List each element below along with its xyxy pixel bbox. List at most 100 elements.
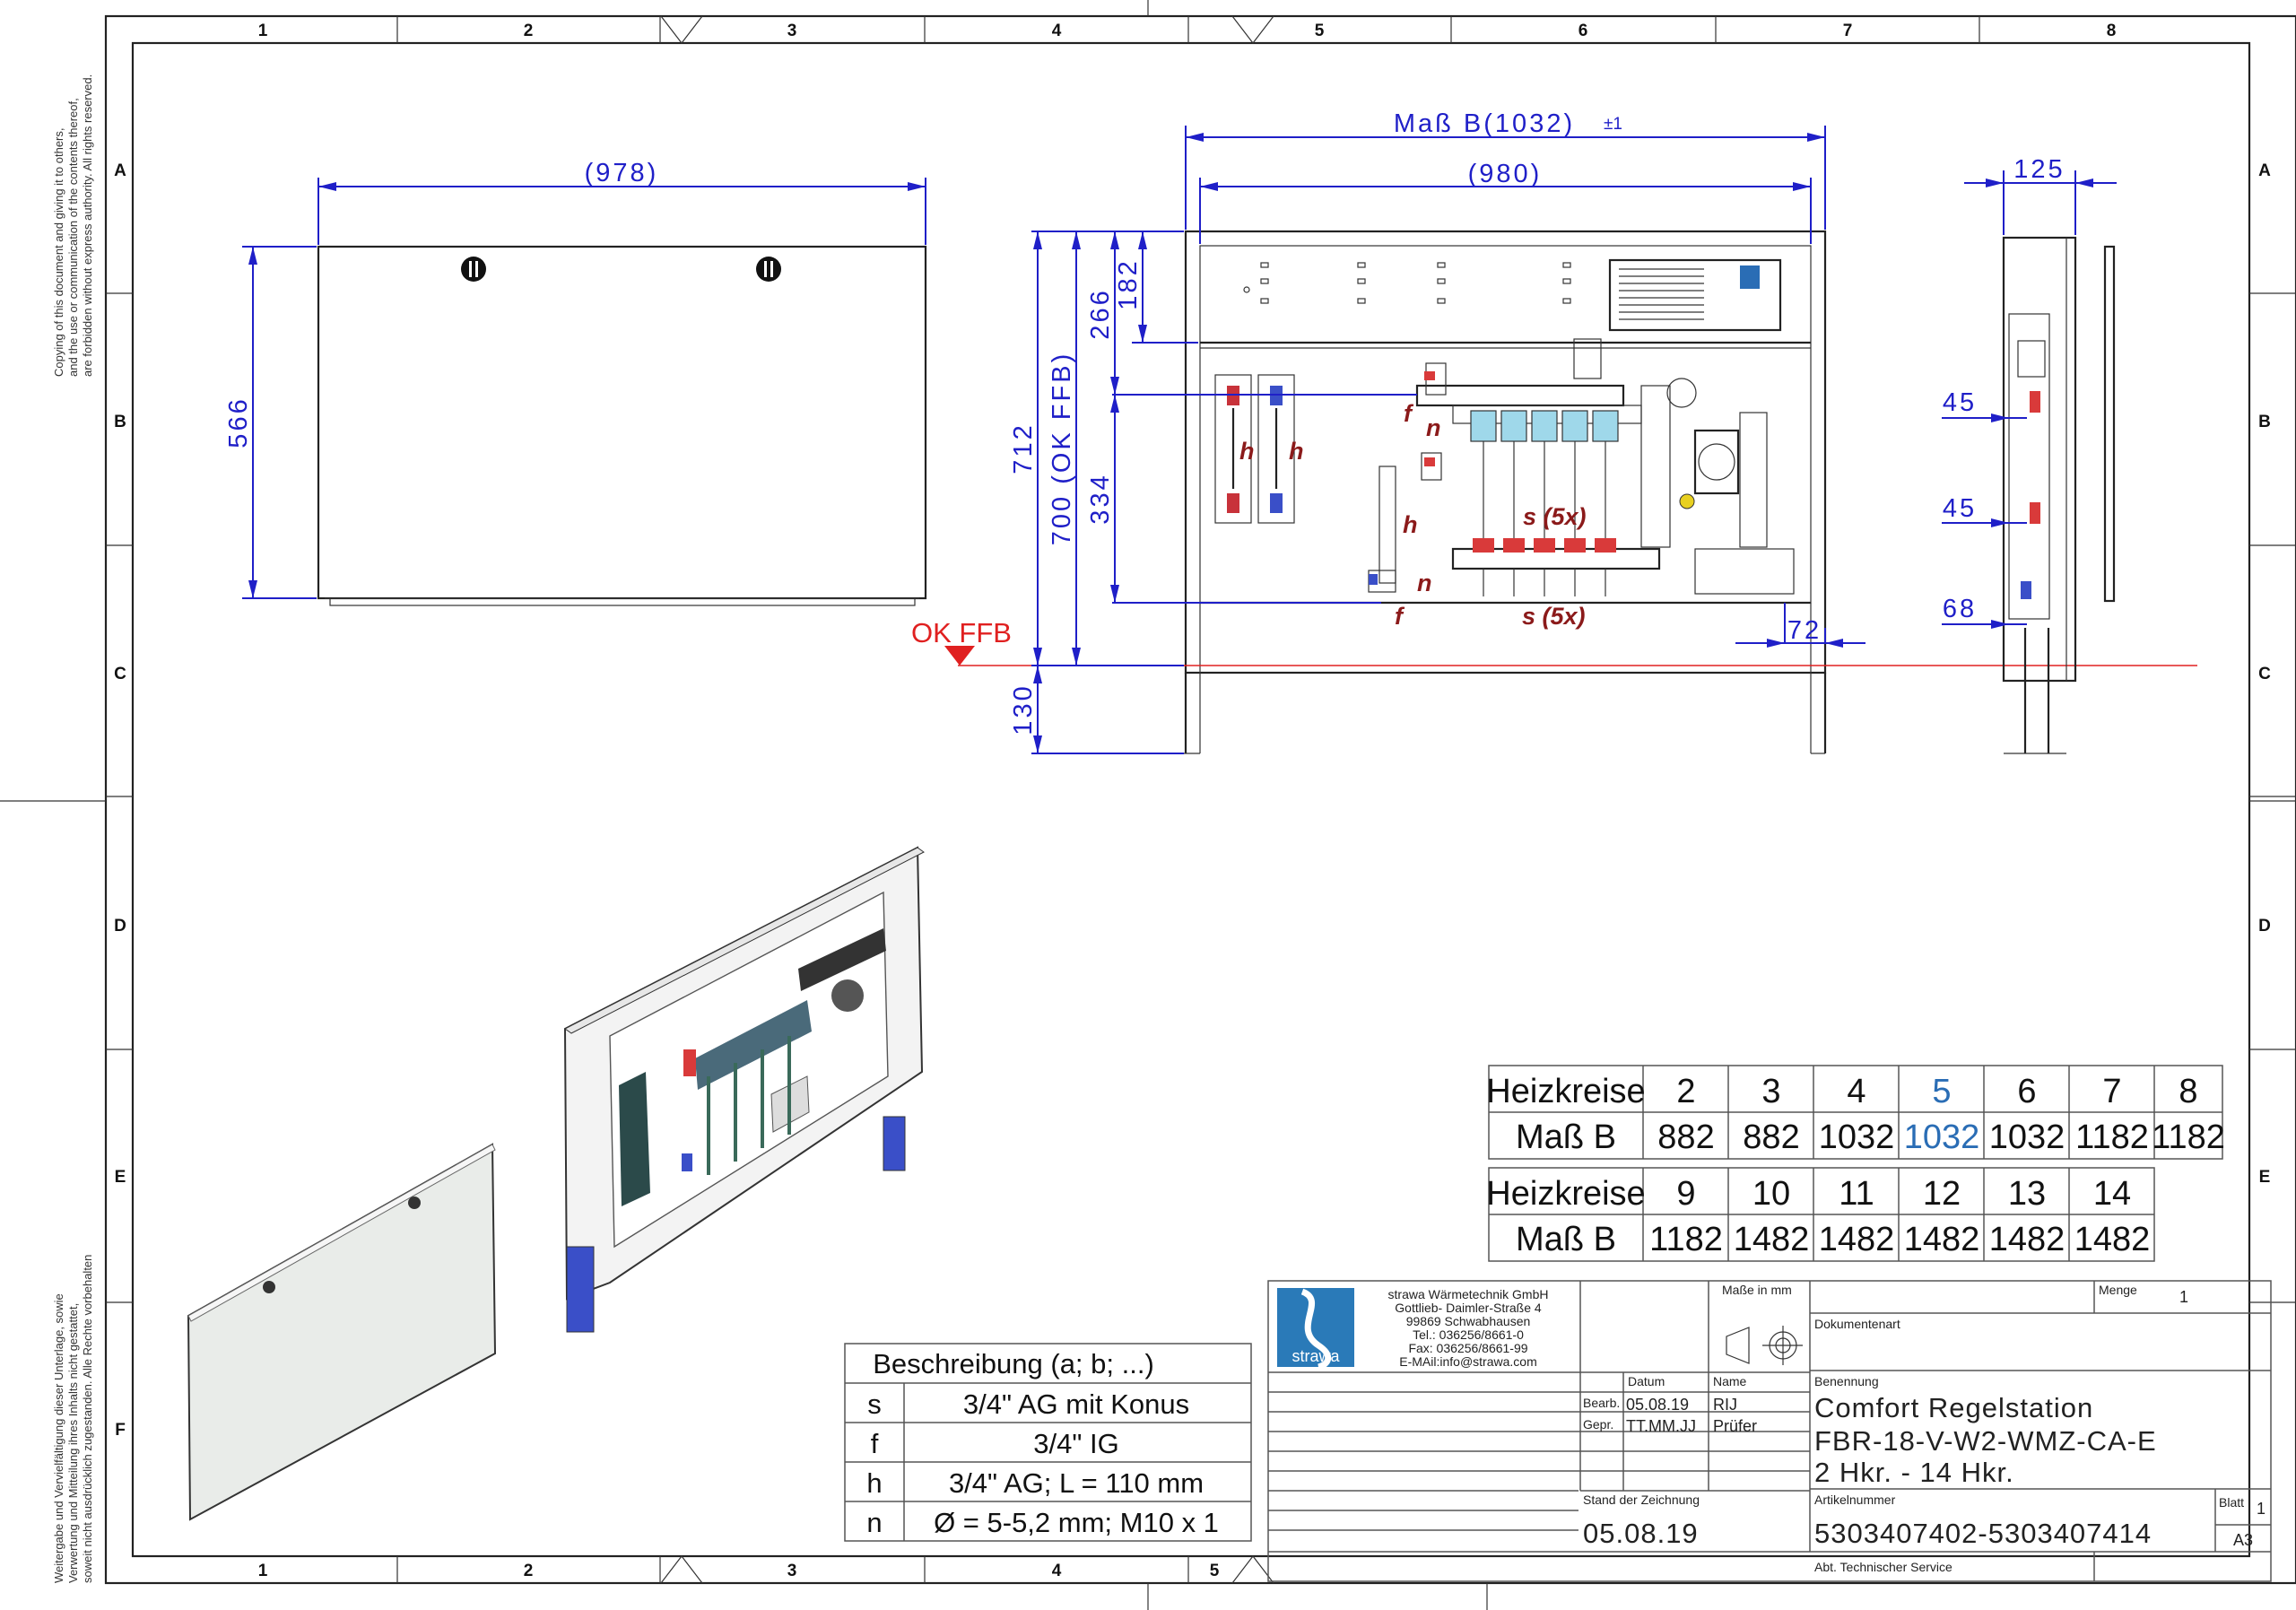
bottom-col-label-5: 5 bbox=[1210, 1562, 1220, 1580]
strawa-logo: strawa bbox=[1277, 1288, 1354, 1371]
title-line-1: Comfort Regelstation bbox=[1814, 1392, 2093, 1423]
company-line-4: Tel.: 036256/8661-0 bbox=[1413, 1327, 1524, 1342]
desc-text-n: Ø = 5-5,2 mm; M10 x 1 bbox=[934, 1507, 1219, 1538]
row-label-b: B bbox=[114, 413, 126, 431]
mass-b-7: 1182 bbox=[2075, 1118, 2149, 1156]
desc-key-f: f bbox=[871, 1428, 879, 1459]
heizkreise-6: 6 bbox=[2017, 1073, 2036, 1110]
side-dim-45-lower: 45 bbox=[1943, 494, 1977, 523]
dim-182: 182 bbox=[1114, 258, 1143, 309]
side-dim-125: 125 bbox=[2013, 155, 2065, 184]
heizkreise-14: 14 bbox=[2093, 1175, 2131, 1213]
company-line-3: 99869 Schwabhausen bbox=[1406, 1314, 1531, 1328]
col-label-2: 2 bbox=[524, 22, 534, 40]
menge-value: 1 bbox=[2179, 1288, 2188, 1306]
abt-label: Abt. Technischer Service bbox=[1814, 1560, 1952, 1574]
title-line-3: 2 Hkr. - 14 Hkr. bbox=[1814, 1457, 2014, 1488]
dim-72: 72 bbox=[1787, 616, 1822, 645]
manifold-drawing bbox=[1214, 338, 1795, 596]
mass-b-10: 1482 bbox=[1734, 1221, 1810, 1258]
heizkreise-12: 12 bbox=[1923, 1175, 1961, 1213]
label-f-bottom: f bbox=[1395, 603, 1405, 630]
ok-ffb-label: OK FFB bbox=[911, 617, 1012, 648]
desc-text-f: 3/4" IG bbox=[1033, 1428, 1118, 1459]
mass-b-2: 882 bbox=[1657, 1118, 1714, 1156]
cover-width-dim: (978) bbox=[585, 159, 659, 187]
heizkreise-10: 10 bbox=[1752, 1175, 1790, 1213]
mass-b-3: 882 bbox=[1743, 1118, 1799, 1156]
row-label-d-right: D bbox=[2258, 917, 2271, 936]
benennung-label: Benennung bbox=[1814, 1374, 1879, 1388]
desc-key-h: h bbox=[866, 1467, 882, 1499]
row-label-e: E bbox=[115, 1168, 126, 1187]
dim-334: 334 bbox=[1086, 473, 1115, 524]
copyright-line-2: and the use or communication of the cont… bbox=[66, 98, 80, 377]
name-label: Name bbox=[1713, 1374, 1747, 1388]
side-view: 125 45 45 68 bbox=[1942, 155, 2117, 754]
gepr-date: TT.MM.JJ bbox=[1626, 1417, 1696, 1435]
mass-b-12: 1482 bbox=[1904, 1221, 1980, 1258]
mass-b-label-2: Maß B bbox=[1516, 1221, 1616, 1258]
mass-b-8: 1182 bbox=[2152, 1118, 2225, 1156]
isometric-view bbox=[187, 846, 925, 1521]
size-table: Heizkreise 2 3 4 5 6 7 8 Maß B 882 882 1… bbox=[1486, 1065, 2225, 1262]
bottom-col-label-1: 1 bbox=[258, 1562, 268, 1580]
row-label-c: C bbox=[114, 665, 126, 683]
front-width-tolerance: ±1 bbox=[1604, 115, 1622, 134]
copyright-line-3: are forbidden without express authority.… bbox=[81, 74, 94, 377]
copyright-line-1: Copying of this document and giving it t… bbox=[52, 128, 65, 378]
dim-712: 712 bbox=[1009, 422, 1038, 474]
label-s-bottom: s (5x) bbox=[1522, 603, 1586, 630]
mass-b-5: 1032 bbox=[1904, 1118, 1980, 1156]
desc-text-h: 3/4" AG; L = 110 mm bbox=[949, 1467, 1204, 1499]
desc-text-s: 3/4" AG mit Konus bbox=[963, 1388, 1189, 1420]
company-line-1: strawa Wärmetechnik GmbH bbox=[1388, 1287, 1549, 1301]
company-line-6: E-MAil:info@strawa.com bbox=[1399, 1354, 1536, 1369]
row-label-e-right: E bbox=[2259, 1168, 2271, 1187]
masse-label: Maße in mm bbox=[1722, 1283, 1792, 1297]
heizkreise-3: 3 bbox=[1761, 1073, 1780, 1110]
weitergabe-line-2: Verwertung und Mitteilung ihres Inhalts … bbox=[66, 1303, 80, 1583]
logo-text: strawa bbox=[1292, 1347, 1340, 1365]
title-line-2: FBR-18-V-W2-WMZ-CA-E bbox=[1814, 1425, 2157, 1457]
bearb-name: RIJ bbox=[1713, 1396, 1737, 1414]
col-label-4: 4 bbox=[1052, 22, 1062, 40]
front-inner-width-dim: (980) bbox=[1468, 160, 1543, 188]
weitergabe-line-1: Weitergabe und Vervielfältigung dieser U… bbox=[52, 1293, 65, 1583]
bottom-col-label-2: 2 bbox=[524, 1562, 534, 1580]
label-s-top: s (5x) bbox=[1523, 503, 1587, 530]
label-n-bottom: n bbox=[1417, 570, 1432, 596]
grid-labels: 1 2 3 4 5 6 7 8 A B C D E F A B C D E 1 … bbox=[114, 22, 2271, 1580]
datum-label: Datum bbox=[1628, 1374, 1665, 1388]
artikel-label: Artikelnummer bbox=[1814, 1493, 1896, 1507]
stand-label: Stand der Zeichnung bbox=[1583, 1493, 1700, 1507]
mass-b-13: 1482 bbox=[1989, 1221, 2066, 1258]
row-label-b-right: B bbox=[2258, 413, 2271, 431]
front-view: f n h h h s (5x) n f s (5x) OK FFB Maß B… bbox=[911, 109, 2197, 754]
col-label-8: 8 bbox=[2107, 22, 2117, 40]
desc-key-s: s bbox=[867, 1388, 882, 1420]
menge-label: Menge bbox=[2099, 1283, 2137, 1297]
mass-b-11: 1482 bbox=[1819, 1221, 1895, 1258]
gepr-name: Prüfer bbox=[1713, 1417, 1757, 1435]
front-width-dim: Maß B(1032) bbox=[1394, 109, 1575, 138]
stand-value: 05.08.19 bbox=[1583, 1518, 1699, 1549]
desc-key-n: n bbox=[866, 1507, 882, 1538]
bottom-col-label-3: 3 bbox=[787, 1562, 797, 1580]
row-label-a-right: A bbox=[2258, 161, 2271, 180]
front-cover-view: (978) 566 bbox=[224, 159, 927, 606]
label-h-left: h bbox=[1239, 438, 1255, 465]
col-label-1: 1 bbox=[258, 22, 268, 40]
weitergabe-line-3: soweit nicht ausdrücklich zugestanden. A… bbox=[81, 1255, 94, 1583]
dokumentenart-label: Dokumentenart bbox=[1814, 1317, 1900, 1331]
mass-b-14: 1482 bbox=[2074, 1221, 2151, 1258]
company-line-2: Gottlieb- Daimler-Straße 4 bbox=[1395, 1301, 1542, 1315]
row-label-d: D bbox=[114, 917, 126, 936]
description-table: Beschreibung (a; b; ...) s 3/4" AG mit K… bbox=[844, 1343, 1252, 1542]
projection-symbol-icon bbox=[1726, 1326, 1803, 1365]
heizkreise-7: 7 bbox=[2102, 1073, 2121, 1110]
dim-700: 700 (OK FFB) bbox=[1048, 352, 1076, 546]
bearb-date: 05.08.19 bbox=[1626, 1396, 1689, 1414]
